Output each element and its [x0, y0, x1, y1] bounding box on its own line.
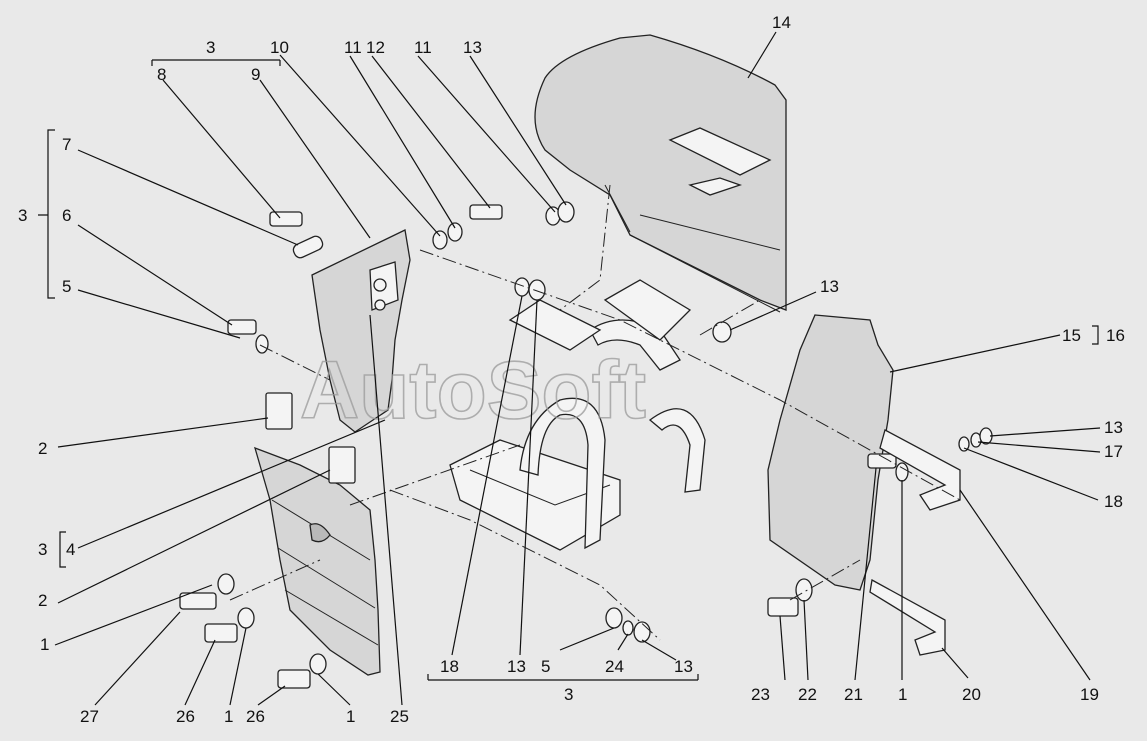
label-26-a: 26 [176, 707, 195, 726]
label-1-a: 1 [224, 707, 233, 726]
label-9: 9 [251, 65, 260, 84]
label-24: 24 [605, 657, 624, 676]
label-6: 6 [62, 206, 71, 225]
label-17: 17 [1104, 442, 1123, 461]
part-9-left-panel [311, 229, 411, 433]
label-20: 20 [962, 685, 981, 704]
label-22: 22 [798, 685, 817, 704]
label-5-left: 5 [62, 277, 71, 296]
label-11a: 11 [344, 38, 362, 57]
label-13-bottom-1: 13 [507, 657, 526, 676]
label-11b: 11 [414, 38, 432, 57]
label-8: 8 [157, 65, 166, 84]
assembly-centerlines [229, 184, 961, 641]
label-3-top: 3 [206, 38, 215, 57]
label-13-r2: 13 [1104, 418, 1123, 437]
label-1-left: 1 [40, 635, 49, 654]
label-18-bottom: 18 [440, 657, 459, 676]
label-15: 15 [1062, 326, 1081, 345]
label-16: 16 [1106, 326, 1125, 345]
label-25: 25 [390, 707, 409, 726]
label-1-right: 1 [898, 685, 907, 704]
label-12: 12 [366, 38, 385, 57]
label-7: 7 [62, 135, 71, 154]
label-3-b: 3 [38, 540, 47, 559]
label-2-a: 2 [38, 439, 47, 458]
watermark-text: AutoSoft [300, 345, 646, 436]
label-1-b: 1 [346, 707, 355, 726]
label-4: 4 [66, 540, 75, 559]
callout-labels: 3 8 9 10 11 12 11 13 14 7 3 6 5 13 15 16… [18, 13, 1125, 726]
part-14-seat-cushion [534, 34, 787, 313]
label-13-bottom-2: 13 [674, 657, 693, 676]
label-13-r1: 13 [820, 277, 839, 296]
label-23: 23 [751, 685, 770, 704]
label-21: 21 [844, 685, 863, 704]
part-central-frame [449, 279, 706, 551]
part-lower-left-panel [254, 446, 381, 676]
label-19: 19 [1080, 685, 1099, 704]
label-5-bottom: 5 [541, 657, 550, 676]
label-13-top: 13 [463, 38, 482, 57]
label-3-bottom: 3 [564, 685, 573, 704]
label-10: 10 [270, 38, 289, 57]
label-26-b: 26 [246, 707, 265, 726]
label-14: 14 [772, 13, 791, 32]
label-3-left: 3 [18, 206, 27, 225]
label-2-b: 2 [38, 591, 47, 610]
label-18-r: 18 [1104, 492, 1123, 511]
leader-lines [38, 31, 1101, 706]
label-27: 27 [80, 707, 99, 726]
hardware-group [179, 201, 993, 689]
